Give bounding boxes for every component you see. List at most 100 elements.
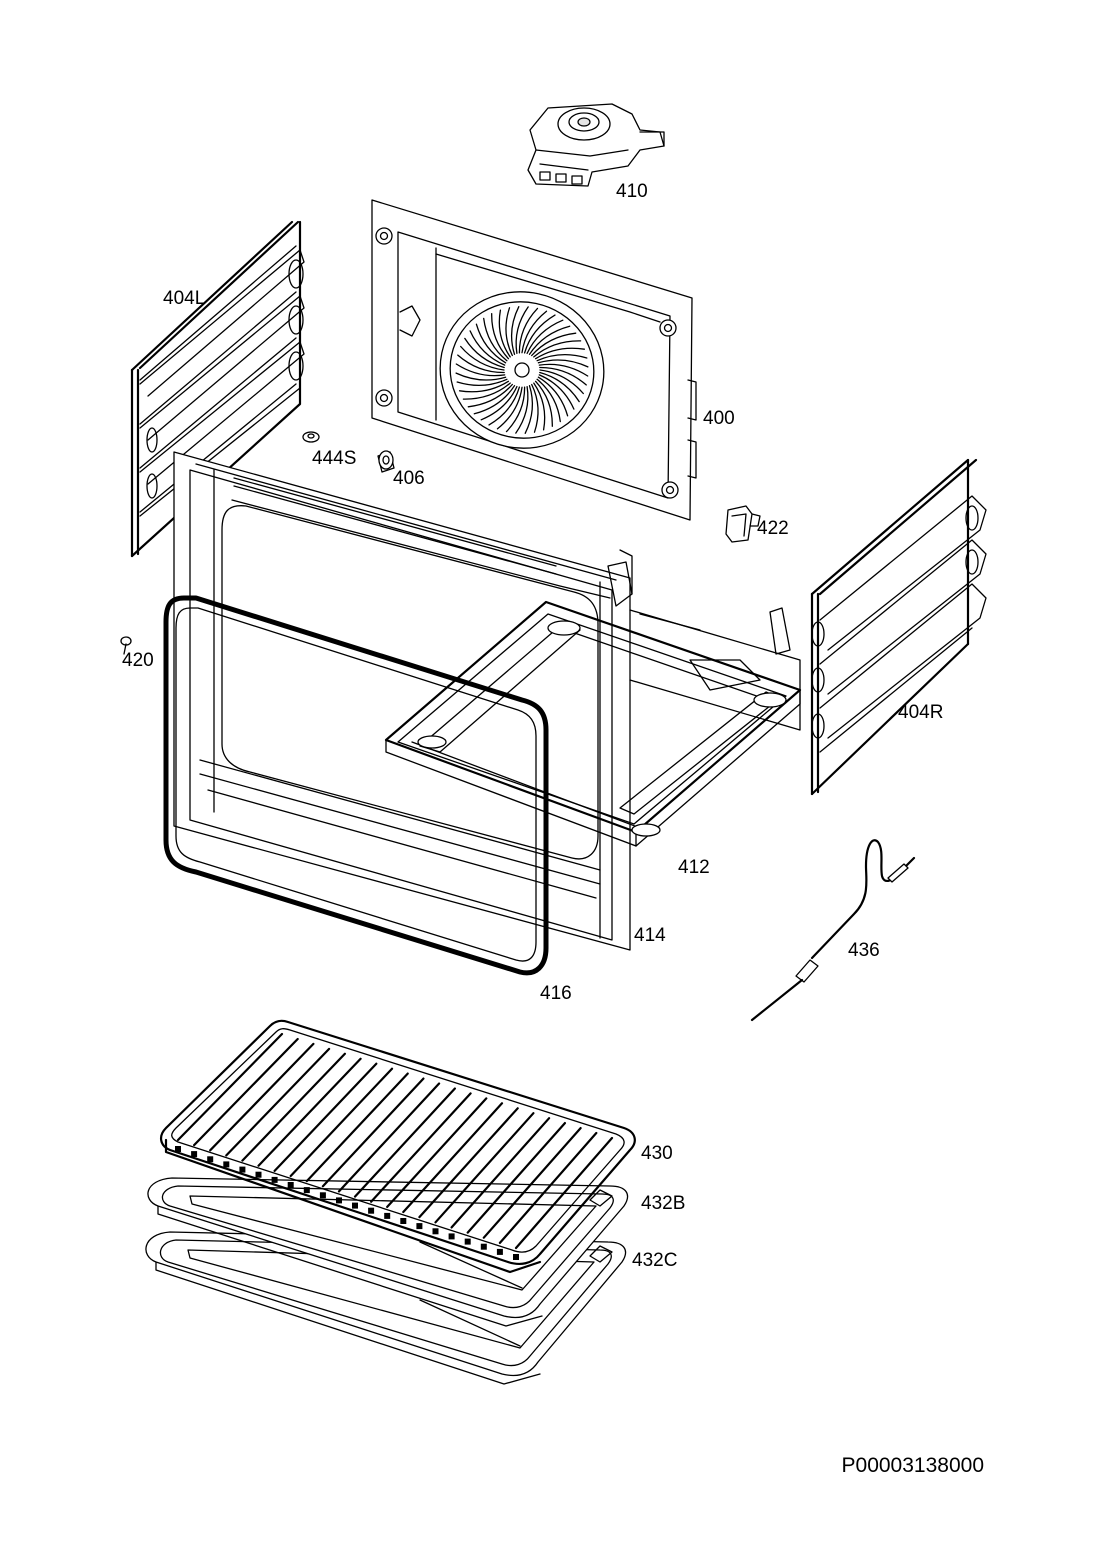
label-part-400: 400	[703, 408, 735, 429]
fan-slot	[537, 376, 569, 417]
shelf-wire-end	[480, 1243, 487, 1250]
shelf-wire	[418, 1107, 519, 1219]
fan-grille-slots	[455, 306, 589, 434]
fan-slot	[539, 366, 587, 386]
fan-slot	[460, 345, 505, 371]
shelf-wire	[498, 1131, 598, 1244]
shelf-wire-end	[319, 1192, 326, 1199]
shelf-wires	[175, 1032, 614, 1260]
fan-slot	[480, 385, 518, 421]
wire-shelf-430[interactable]	[160, 1019, 636, 1274]
fan-slot	[533, 382, 546, 431]
fan-slot	[537, 359, 589, 368]
label-part-432B: 432B	[641, 1193, 685, 1214]
fan-slot	[518, 307, 539, 354]
floor-frame-412[interactable]	[384, 600, 802, 847]
fan-slot	[521, 310, 548, 354]
label-part-430: 430	[641, 1143, 673, 1164]
fan-slot	[464, 337, 505, 369]
shelf-wire	[289, 1067, 394, 1178]
label-part-416: 416	[540, 983, 572, 1004]
lamp-holder-422[interactable]	[725, 505, 761, 543]
shelf-wire	[193, 1037, 299, 1147]
label-part-432C: 432C	[632, 1250, 677, 1271]
shelf-wire	[337, 1082, 441, 1193]
nut-406[interactable]	[377, 450, 395, 473]
fan-slot	[539, 371, 580, 403]
fan-slot	[534, 380, 553, 427]
washer-444S[interactable]	[302, 431, 320, 443]
shelf-wire-end	[496, 1248, 503, 1255]
fan-slot	[462, 382, 511, 400]
fan-motor-410[interactable]	[527, 103, 665, 187]
shelf-wire-end	[384, 1212, 391, 1219]
shelf-wire	[273, 1062, 378, 1172]
baking-tray-432B[interactable]	[147, 1177, 629, 1327]
label-part-404L: 404L	[163, 288, 205, 309]
fan-slot	[524, 385, 534, 434]
shelf-wire	[353, 1087, 456, 1198]
shelf-wire	[176, 1032, 284, 1142]
oven-cavity-414[interactable]	[173, 451, 801, 951]
shelf-wire-end	[223, 1161, 230, 1168]
shelf-wire	[402, 1102, 504, 1214]
screw-420[interactable]	[120, 636, 132, 655]
shelf-wire-end	[271, 1176, 278, 1183]
shelf-wire	[305, 1072, 409, 1183]
fan-slot	[515, 385, 529, 434]
fan-slot	[539, 369, 584, 395]
label-part-420: 420	[122, 650, 154, 671]
fan-slot	[536, 354, 588, 362]
document-code: P00003138000	[842, 1454, 984, 1477]
shelf-wire-end	[448, 1233, 455, 1240]
shelf-wire	[514, 1136, 614, 1250]
shelf-wire-end	[191, 1151, 198, 1158]
fan-slot	[473, 385, 516, 415]
shelf-wire	[386, 1097, 488, 1208]
fan-slot	[531, 383, 539, 433]
shelf-wire	[225, 1047, 331, 1157]
fan-slot	[498, 309, 511, 358]
shelf-wire-end	[352, 1202, 358, 1209]
fan-slot	[538, 363, 589, 377]
fan-slot	[538, 374, 575, 410]
fan-slot	[536, 378, 561, 423]
fan-slot	[510, 306, 520, 355]
shelf-wire	[370, 1092, 472, 1203]
fan-slot	[533, 340, 582, 358]
fan-slot	[469, 330, 506, 366]
shelf-wire-end	[464, 1238, 471, 1245]
fan-slot	[515, 306, 529, 355]
fan-slot	[528, 325, 571, 355]
label-part-404R: 404R	[898, 702, 943, 723]
fan-slot	[534, 347, 586, 360]
fan-slot	[496, 386, 523, 430]
fan-slot	[457, 354, 505, 374]
label-part-422: 422	[757, 518, 789, 539]
right-shelf-runner-404R[interactable]	[810, 458, 987, 796]
label-part-412: 412	[678, 857, 710, 878]
fan-slot	[456, 378, 508, 386]
shelf-wire-end	[400, 1218, 407, 1224]
meat-probe-436[interactable]	[750, 839, 916, 1022]
rear-panel-400[interactable]	[371, 199, 697, 521]
fan-slot	[505, 307, 513, 357]
door-seal-416[interactable]	[163, 595, 549, 976]
label-part-414: 414	[634, 925, 666, 946]
shelf-wire-end	[175, 1146, 181, 1152]
fan-slot	[458, 380, 510, 393]
label-part-444S: 444S	[312, 448, 356, 469]
label-part-406: 406	[393, 468, 425, 489]
shelf-wire-end	[287, 1182, 294, 1188]
fan-slot	[491, 313, 510, 360]
shelf-wire-end	[432, 1228, 439, 1235]
shelf-wire-end	[207, 1156, 214, 1163]
shelf-wire	[466, 1122, 566, 1234]
shelf-wire	[241, 1052, 346, 1162]
fan-slot	[467, 383, 513, 408]
fan-slot	[505, 386, 526, 433]
fan-slot	[483, 317, 508, 362]
fan-slot	[475, 323, 507, 364]
shelf-wire	[321, 1077, 425, 1188]
